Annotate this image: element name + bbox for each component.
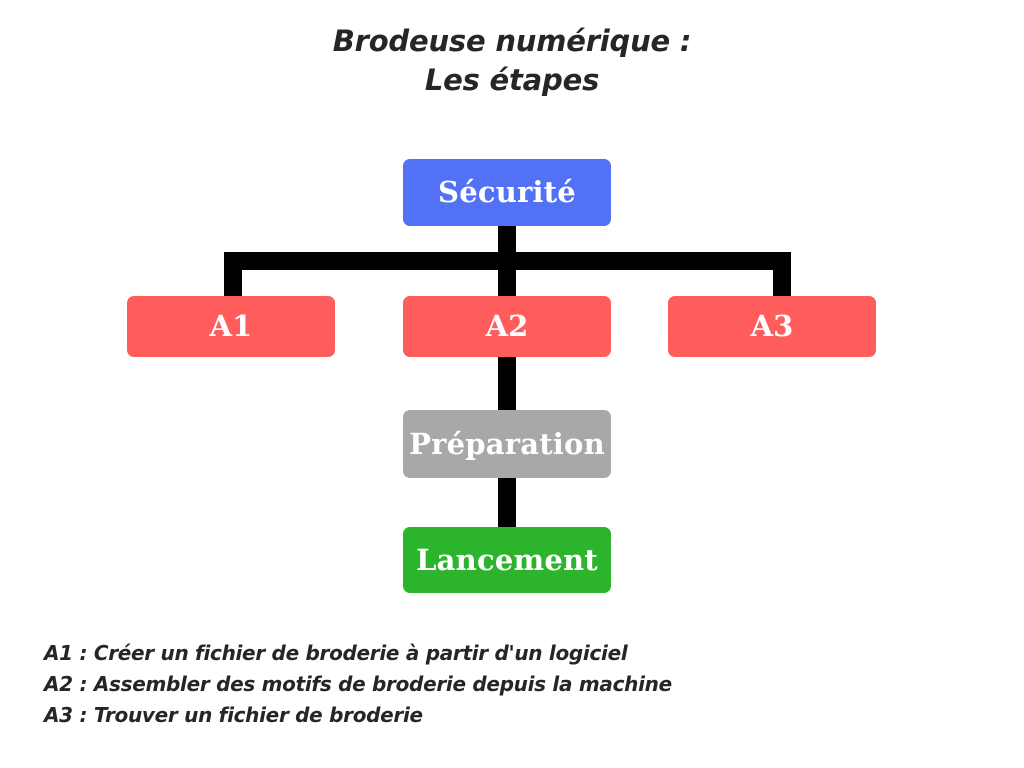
connector-a2-preparation <box>498 353 516 415</box>
node-lancement-label: Lancement <box>416 542 598 577</box>
node-securite-label: Sécurité <box>438 175 576 209</box>
node-preparation[interactable]: Préparation <box>403 410 611 478</box>
node-a3[interactable]: A3 <box>668 296 876 357</box>
legend-item-a2: A2 : Assembler des motifs de broderie de… <box>44 672 672 696</box>
connector-preparation-lancement <box>498 474 516 532</box>
node-securite[interactable]: Sécurité <box>403 159 611 226</box>
node-lancement[interactable]: Lancement <box>403 527 611 593</box>
node-a2[interactable]: A2 <box>403 296 611 357</box>
legend-item-a3: A3 : Trouver un fichier de broderie <box>44 703 423 727</box>
connector-drop-a2 <box>498 252 516 300</box>
node-a1[interactable]: A1 <box>127 296 335 357</box>
node-a3-label: A3 <box>750 309 794 343</box>
page-title: Brodeuse numérique : Les étapes <box>0 22 1024 100</box>
connector-drop-a3 <box>773 252 791 300</box>
legend: A1 : Créer un fichier de broderie à part… <box>44 638 944 731</box>
node-preparation-label: Préparation <box>409 426 605 461</box>
legend-item-a1: A1 : Créer un fichier de broderie à part… <box>44 641 628 665</box>
connector-drop-a1 <box>224 252 242 300</box>
node-a2-label: A2 <box>485 309 529 343</box>
page-title-line-2: Les étapes <box>424 63 600 97</box>
node-a1-label: A1 <box>209 309 253 343</box>
page-title-line-1: Brodeuse numérique : <box>332 24 692 58</box>
